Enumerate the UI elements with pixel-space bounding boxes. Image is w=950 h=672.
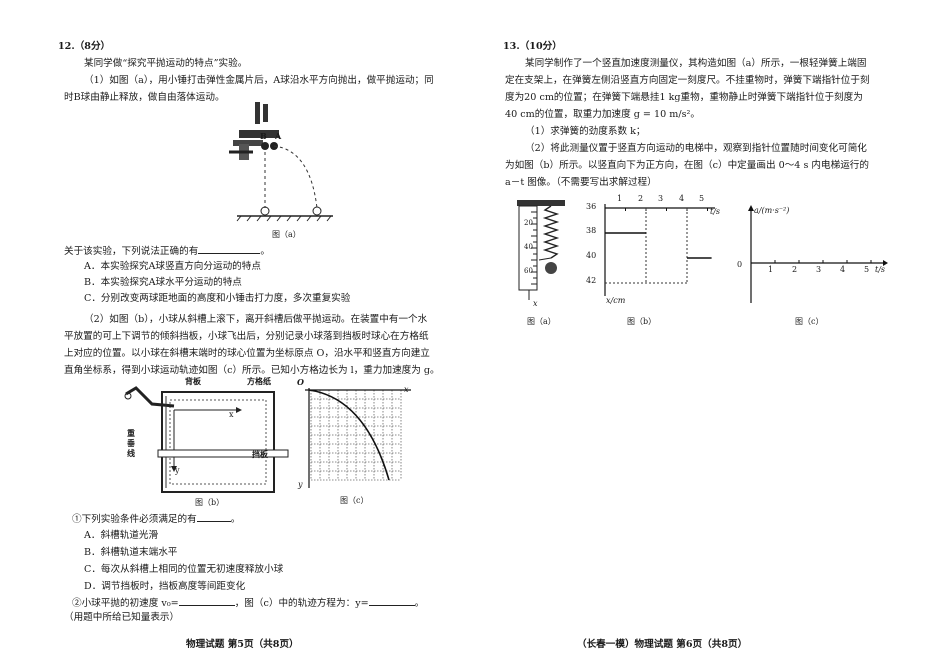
fig-b-caption: 图（b） — [627, 317, 657, 326]
left-page: 12.（8分） 某同学做“探究平抛运动的特点”实验。 （1）如图（a），用小锤打… — [58, 41, 440, 650]
fig-c-t-tick-1: 1 — [768, 265, 774, 274]
q12-header: 12.（8分） — [58, 41, 111, 52]
fig-b-t-tick-1: 1 — [617, 194, 623, 203]
fig-c-origin: O — [297, 377, 304, 387]
left-footer: 物理试题 第5页（共8页） — [186, 639, 299, 650]
trajectory-curve — [308, 389, 390, 481]
fig-c-t-tick-3: 3 — [816, 265, 822, 274]
q12-option2-a: A．斜槽轨道光滑 — [84, 530, 159, 541]
fig-a-tick-40: 40 — [524, 243, 533, 251]
q13-line2: 定在支架上，在弹簧左侧沿竖直方向固定一刻度尺。不挂重物时，弹簧下端指针位于刻 — [505, 75, 870, 86]
q13-sub2-line1: （2）将此测量仪置于竖直方向运动的电梯中，观察到指针位置随时间变化可简化 — [525, 143, 867, 154]
q13-line1: 某同学制作了一个竖直加速度测量仪，其构造如图（a）所示，一根轻弹簧上端固 — [525, 58, 867, 69]
right-footer: （长春一模）物理试题 第6页（共8页） — [577, 639, 748, 650]
fig-c-t-tick-4: 4 — [840, 265, 846, 274]
fig-a-tick-20: 20 — [524, 219, 533, 227]
fig-b-plumb-line: 重垂线 — [127, 428, 135, 458]
fig-c-t-axis: t/s — [875, 265, 886, 274]
t-axis-arrow — [883, 260, 888, 266]
figure-b-apparatus — [124, 386, 289, 493]
fig-b-t-tick-4: 4 — [679, 194, 685, 203]
fig-b-y: y — [175, 466, 180, 475]
q12-intro: 某同学做“探究平抛运动的特点”实验。 — [84, 58, 248, 69]
q13-sub2-line3: a－t 图像。（不需要写出求解过程） — [505, 177, 657, 188]
fig-b-x-tick-38: 38 — [586, 226, 597, 235]
fig-c-origin: 0 — [737, 260, 743, 269]
fig-a-tick-60: 60 — [524, 267, 533, 275]
figure-c-grid — [305, 388, 411, 488]
q12-part2-line2: 平放置的可上下调节的倾斜挡板，小球飞出后，分别记录小球落到挡板时球心在方格纸 — [64, 331, 429, 342]
q12-question2: ①下列实验条件必须满足的有。 — [72, 514, 241, 525]
q13-line4: 40 cm的位置，取重力加速度 g = 10 m/s²。 — [505, 109, 700, 120]
fig-b-t-tick-3: 3 — [658, 194, 664, 203]
fig-a-caption: 图（a） — [272, 230, 301, 239]
fig-b-x-tick-40: 40 — [586, 251, 597, 260]
fig-c-caption: 图（c） — [340, 496, 369, 505]
q13-line3: 度为20 cm的位置；在弹簧下端悬挂1 kg重物，重物静止时弹簧下端指针位于刻度… — [505, 92, 863, 103]
fig-b-baffle: 挡板 — [252, 449, 268, 459]
q12-part2-line4: 直角坐标系，得到小球运动轨迹如图（c）所示。已知小方格边长为 l，重力加速度为 … — [64, 365, 440, 376]
q12-option1-a: A．本实验探究A球竖直方向分运动的特点 — [84, 261, 261, 272]
fig-a-axis: x — [533, 299, 538, 308]
q12-part2-line3: 上对应的位置。以小球在斜槽末端时的球心位置为坐标原点 O，沿水平和竖直方向建立 — [64, 348, 430, 359]
q12-question3: ②小球平抛的初速度 v₀=，图（c）中的轨迹方程为：y=。 — [72, 598, 425, 609]
fig-c-a-axis: a/(m·s⁻²) — [754, 206, 790, 215]
fig-b-x-tick-42: 42 — [586, 276, 597, 285]
right-page: 13.（10分） 某同学制作了一个竖直加速度测量仪，其构造如图（a）所示，一根轻… — [475, 0, 950, 672]
fig-c-t-tick-5: 5 — [864, 265, 870, 274]
fig-b-x: x — [229, 410, 234, 419]
fig-b-caption: 图（b） — [195, 498, 225, 507]
q12-option1-c: C．分别改变两球距地面的高度和小锤击打力度，多次重复实验 — [84, 293, 351, 304]
q13-sub1: （1）求弹簧的劲度系数 k； — [525, 126, 646, 137]
q12-option2-d: D．调节挡板时，挡板高度等间距变化 — [84, 581, 246, 592]
q12-option2-b: B．斜槽轨道末端水平 — [84, 547, 178, 558]
fig-b-x-axis: x/cm — [606, 296, 626, 305]
q12-question1: 关于该实验，下列说法正确的有。 — [64, 246, 270, 257]
figure-a-apparatus — [229, 102, 333, 222]
fig-a-caption: 图（a） — [527, 317, 556, 326]
fig-b-grid-paper: 方格纸 — [247, 376, 271, 386]
fig-a-label-a: A — [275, 131, 282, 141]
fig-b-backboard: 背板 — [185, 376, 201, 386]
figure-b-xt-graph — [604, 204, 715, 296]
a-axis-arrow — [748, 205, 754, 211]
q12-question3-note: （用题中所给已知量表示） — [64, 612, 180, 623]
q12-part2-line1: （2）如图（b），小球从斜槽上滚下，离开斜槽后做平抛运动。在装置中有一个水 — [84, 314, 428, 325]
q13-header: 13.（10分） — [503, 41, 562, 52]
fig-b-t-axis: t/s — [710, 207, 721, 216]
fig-c-caption: 图（c） — [795, 317, 824, 326]
fig-b-t-tick-2: 2 — [638, 194, 644, 203]
q12-option2-c: C．每次从斜槽上相同的位置无初速度释放小球 — [84, 564, 284, 575]
fig-a-label-b: B — [260, 131, 267, 141]
fig-c-x: x — [404, 385, 409, 394]
q13-sub2-line2: 为如图（b）所示。以竖直向下为正方向，在图（c）中定量画出 0～4 s 内电梯运… — [505, 160, 869, 171]
figure-a-spring-ruler — [517, 200, 565, 300]
fig-c-t-tick-2: 2 — [792, 265, 798, 274]
figure-c-at-axes — [748, 205, 888, 303]
fig-b-t-tick-5: 5 — [699, 194, 705, 203]
fig-b-x-tick-36: 36 — [586, 202, 597, 211]
q12-option1-b: B．本实验探究A球水平分运动的特点 — [84, 277, 242, 288]
q12-part1-line2: 时B球由静止释放，做自由落体运动。 — [64, 92, 225, 103]
q12-part1-line1: （1）如图（a），用小锤打击弹性金属片后，A球沿水平方向抛出，做平抛运动；同 — [84, 75, 434, 86]
fig-c-y: y — [298, 480, 303, 489]
